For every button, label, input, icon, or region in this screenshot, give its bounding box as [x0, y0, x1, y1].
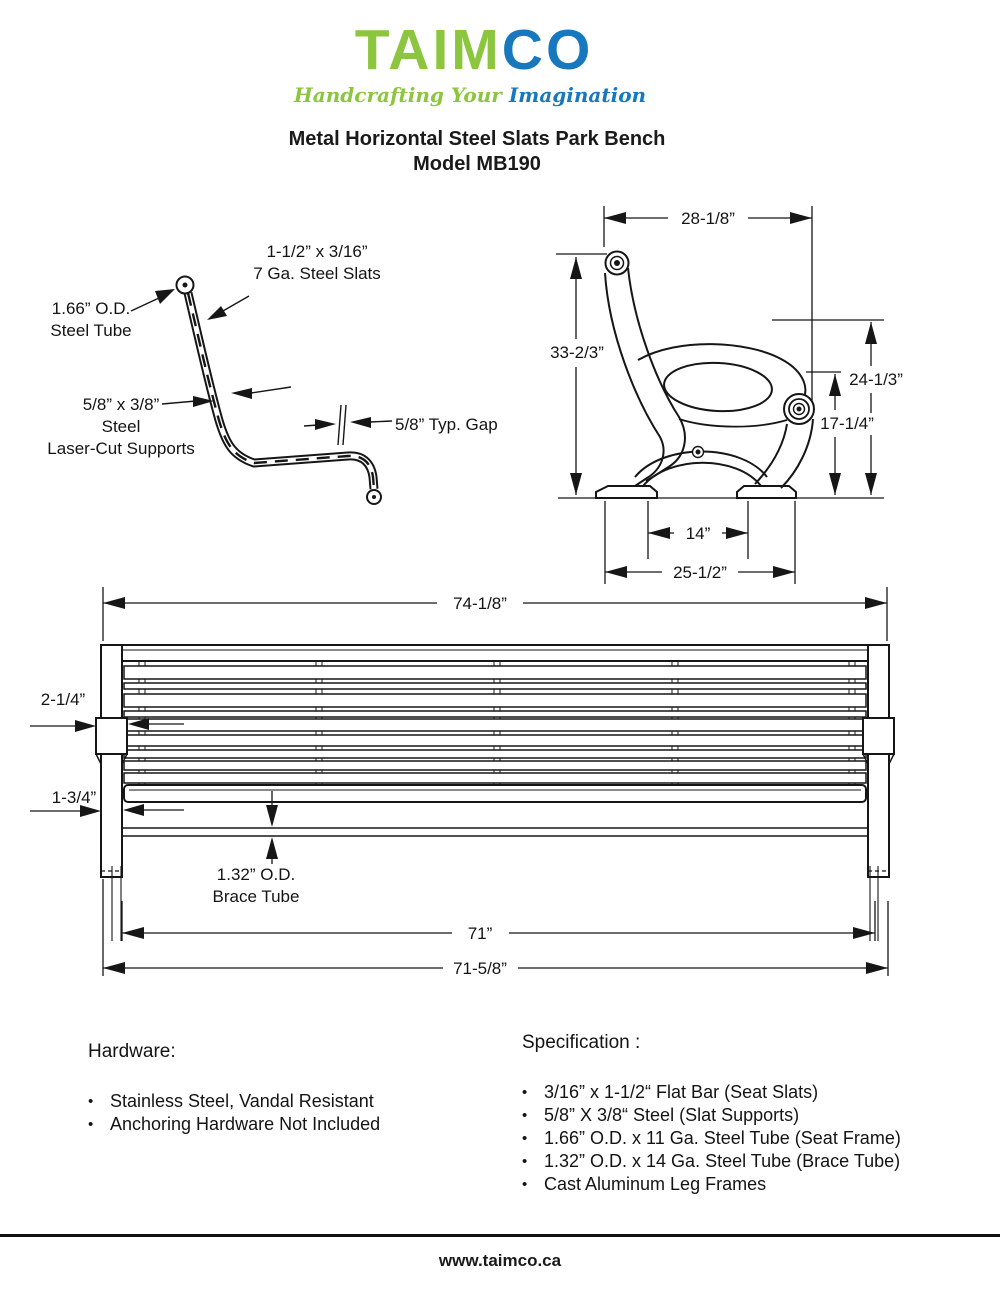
- arch-inner: [642, 461, 762, 487]
- footer-divider: [0, 1234, 1000, 1237]
- dim-1-3-4: 1-3/4”: [51, 788, 97, 807]
- leg-frame: [595, 250, 815, 499]
- spec-item: • Cast Aluminum Leg Frames: [522, 1174, 767, 1194]
- dim-71-5-8: 71-5/8”: [449, 958, 511, 981]
- specification-heading: Specification :: [522, 1032, 641, 1053]
- seat-line: [678, 418, 788, 428]
- dim-2-1-4: 2-1/4”: [40, 690, 86, 709]
- logo-text-blue: CO: [501, 18, 594, 82]
- front-leg-outer: [780, 418, 814, 489]
- front-view-dimension-lines: [30, 587, 889, 976]
- armrest-opening: [663, 361, 773, 413]
- steel-tube-callout: 1.66” O.D. Steel Tube: [50, 299, 132, 341]
- spec-item: • 1.32” O.D. x 14 Ga. Steel Tube (Brace …: [522, 1151, 901, 1171]
- bullet-icon: •: [522, 1107, 528, 1124]
- bullet-icon: •: [522, 1130, 528, 1147]
- profile-view-drawing: [130, 275, 393, 505]
- footer-url: www.taimco.ca: [438, 1251, 562, 1270]
- end-view-dimension-lines: [556, 206, 884, 584]
- brace-tube: [121, 827, 869, 837]
- dim-14: 14”: [681, 523, 715, 546]
- spec-item: • 1.66” O.D. x 11 Ga. Steel Tube (Seat F…: [522, 1128, 901, 1148]
- slat-dashes: [186, 292, 376, 490]
- model-number: Model MB190: [413, 153, 541, 175]
- left-foot: [595, 485, 658, 499]
- front-view-arrows: [75, 597, 888, 974]
- logo-tagline: Handcrafting Your Imagination: [294, 83, 646, 107]
- dim-71: 71”: [463, 923, 497, 946]
- bullet-icon: •: [88, 1093, 94, 1110]
- brace-tube-callout: 1.32” O.D. Brace Tube: [212, 865, 300, 907]
- front-view-drawing: [30, 587, 895, 976]
- dim-25-1-2: 25-1/2”: [669, 562, 731, 585]
- spec-item: • 5/8” X 3/8“ Steel (Slat Supports): [522, 1105, 800, 1125]
- specification-section: Specification : • 3/16” x 1-1/2“ Flat Ba…: [522, 1032, 901, 1196]
- tagline-blue: Imagination: [508, 83, 647, 107]
- hardware-item: • Stainless Steel, Vandal Resistant: [88, 1091, 374, 1111]
- spec-item: • 3/16” x 1-1/2“ Flat Bar (Seat Slats): [522, 1082, 819, 1102]
- bullet-icon: •: [522, 1153, 528, 1170]
- slats-callout: 1-1/2” x 3/16” 7 Ga. Steel Slats: [253, 242, 381, 284]
- bullet-icon: •: [522, 1176, 528, 1193]
- dim-74-1-8: 74-1/8”: [449, 593, 511, 616]
- profile-arrows: [155, 289, 371, 430]
- front-leg-inner: [754, 423, 788, 485]
- end-view-arrows: [570, 212, 877, 578]
- dim-33-2-3: 33-2/3”: [546, 342, 608, 365]
- hardware-section: Hardware: • Stainless Steel, Vandal Resi…: [88, 1041, 380, 1136]
- bench-slats: [123, 665, 867, 784]
- hardware-item: • Anchoring Hardware Not Included: [88, 1114, 381, 1134]
- bullet-icon: •: [88, 1116, 94, 1133]
- bottom-frame-tube: [123, 784, 867, 803]
- right-foot: [736, 485, 797, 499]
- page-title: Metal Horizontal Steel Slats Park Bench: [288, 128, 666, 150]
- logo-text-green: TAIM: [354, 18, 502, 82]
- tagline-green: Handcrafting Your: [293, 83, 502, 107]
- bench-posts: [95, 644, 895, 878]
- dim-17-1-4: 17-1/4”: [816, 413, 878, 436]
- post-base-details: [101, 866, 889, 941]
- armrest-top: [637, 343, 807, 399]
- supports-callout: 5/8” x 3/8” Steel Laser-Cut Supports: [47, 395, 195, 459]
- taimco-logo: TAIMCO: [355, 22, 594, 79]
- dim-24-1-3: 24-1/3”: [845, 369, 907, 392]
- end-view-drawing: [556, 206, 884, 584]
- hardware-heading: Hardware:: [88, 1041, 176, 1062]
- dim-28-1-8: 28-1/8”: [677, 208, 739, 231]
- gap-callout: 5/8” Typ. Gap: [395, 415, 498, 434]
- bullet-icon: •: [522, 1084, 528, 1101]
- top-frame-tube: [104, 644, 886, 662]
- back-member-outer: [604, 272, 665, 487]
